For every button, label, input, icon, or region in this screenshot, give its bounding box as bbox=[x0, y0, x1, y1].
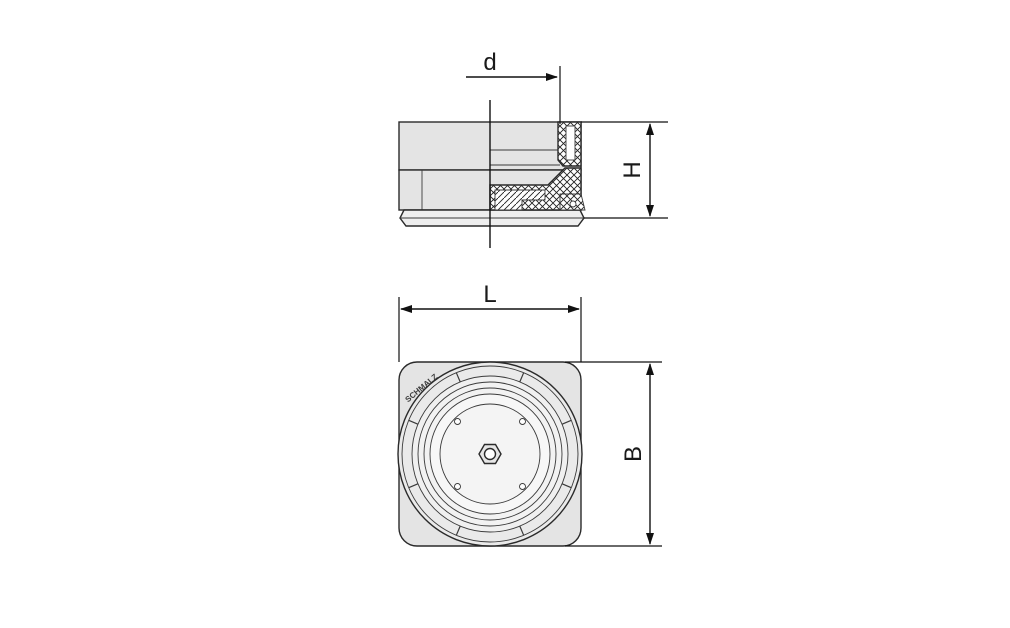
ring-segment-divider bbox=[561, 483, 572, 489]
ring-segment-divider bbox=[519, 372, 525, 383]
dimension-label-b: B bbox=[620, 446, 647, 462]
ring-segment-divider bbox=[519, 525, 525, 536]
ring-segment-divider bbox=[408, 419, 419, 425]
section-oring bbox=[569, 200, 577, 208]
section-thread-core bbox=[565, 125, 576, 161]
dimension-b: B bbox=[565, 361, 662, 547]
dimension-label-l: L bbox=[483, 281, 496, 308]
segment-ring-outer bbox=[401, 365, 579, 543]
ring-segment-divider bbox=[408, 483, 419, 489]
mounting-hole bbox=[454, 418, 461, 425]
dimension-label-h: H bbox=[619, 161, 646, 178]
center-bore bbox=[483, 447, 497, 461]
mounting-hole bbox=[519, 483, 526, 490]
mounting-hole bbox=[519, 418, 526, 425]
ring-segment-divider bbox=[455, 525, 461, 536]
dimension-l: L bbox=[398, 281, 582, 362]
mounting-holes bbox=[454, 418, 526, 490]
top-view: SCHMALZ bbox=[397, 361, 583, 547]
ring-segments bbox=[408, 372, 572, 536]
ring-segment-divider bbox=[455, 372, 461, 383]
dimension-h: H bbox=[581, 121, 668, 219]
inner-ring-2 bbox=[423, 387, 557, 521]
section-insert bbox=[494, 189, 546, 211]
dimension-d: d bbox=[466, 49, 558, 81]
ring-segment-divider bbox=[561, 419, 572, 425]
dimension-label-d: d bbox=[483, 49, 496, 76]
mounting-hole bbox=[454, 483, 461, 490]
side-section-view bbox=[398, 66, 586, 248]
